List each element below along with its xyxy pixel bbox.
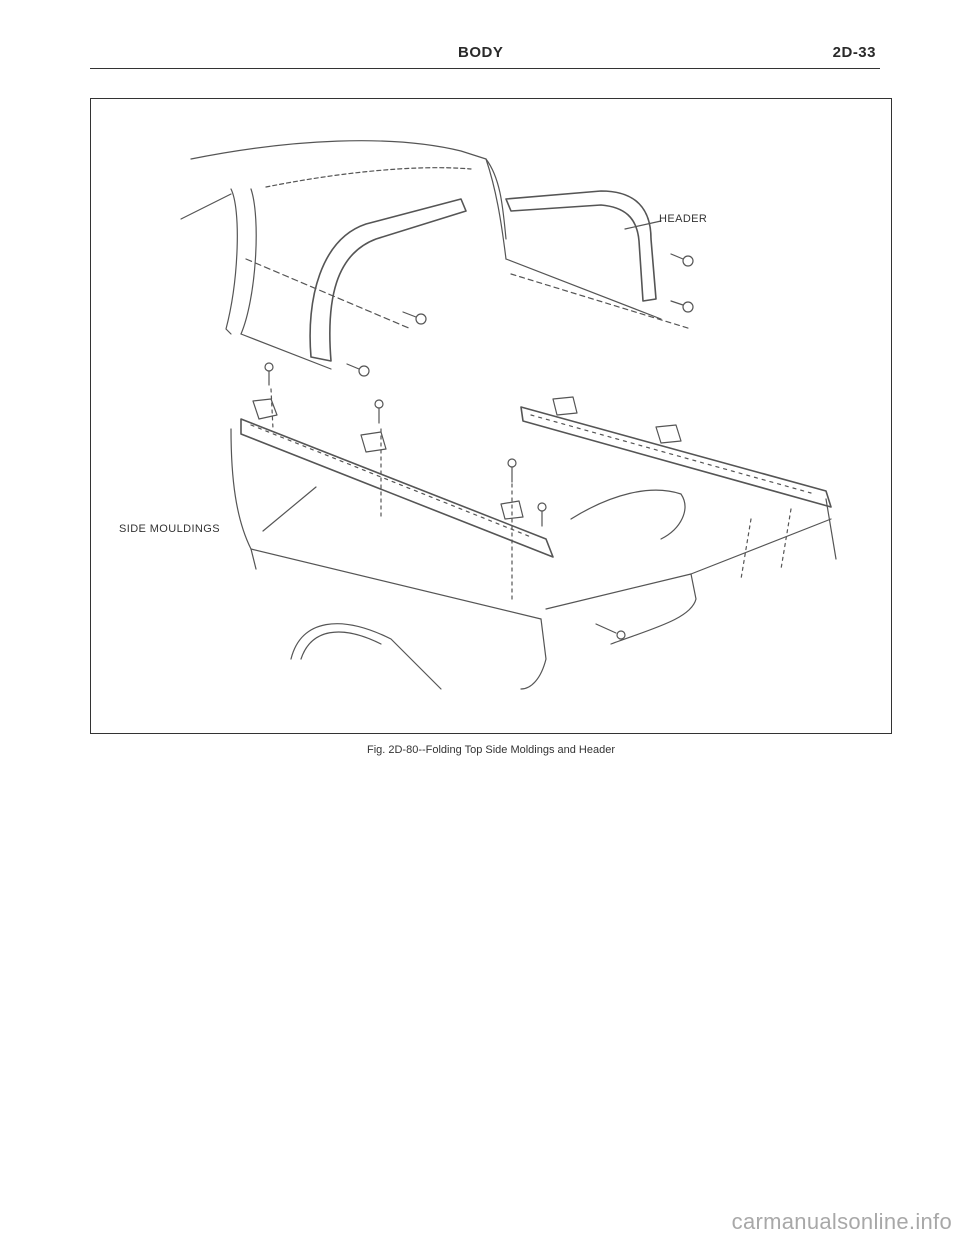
bolt-icon [595,623,626,640]
clip-bracket [655,424,682,444]
side-moulding-right [520,406,832,508]
cab-roof [190,140,507,240]
figure-frame: HEADER SIDE MOULDINGS [90,98,892,734]
bolt-icon [264,362,274,386]
bolt-icon [507,458,517,483]
header-label: HEADER [659,213,708,225]
side-moulding-left [240,418,554,558]
side-mouldings-leader [262,486,317,532]
side-mouldings-label: SIDE MOULDINGS [119,523,220,535]
clip-bracket [552,396,578,416]
bed-floor-bump [570,489,686,540]
header-leader [624,220,662,230]
watermark: carmanualsonline.info [731,1209,952,1234]
figure-caption: Fig. 2D-80--Folding Top Side Moldings an… [366,744,616,756]
cab-rear-pillar [225,188,238,335]
wheel-well [290,623,442,690]
bolt-icon [670,300,694,313]
bolt-icon [670,253,694,267]
header-arch-left [309,198,467,362]
page-number: 2D-33 [832,44,876,61]
bed-side [230,428,542,620]
page-header: BODY 2D-33 [90,40,880,70]
bolt-icon [537,502,547,527]
clip-bracket [500,500,524,520]
header-arch-right [505,190,657,302]
clip-bracket [252,398,278,420]
bolt-icon [346,363,370,377]
clip-bracket [360,431,387,453]
folding-top-illustration [180,140,837,690]
section-title: BODY [458,44,504,61]
header-rule [90,68,880,69]
bolt-icon [374,399,384,424]
bolt-icon [402,311,427,325]
